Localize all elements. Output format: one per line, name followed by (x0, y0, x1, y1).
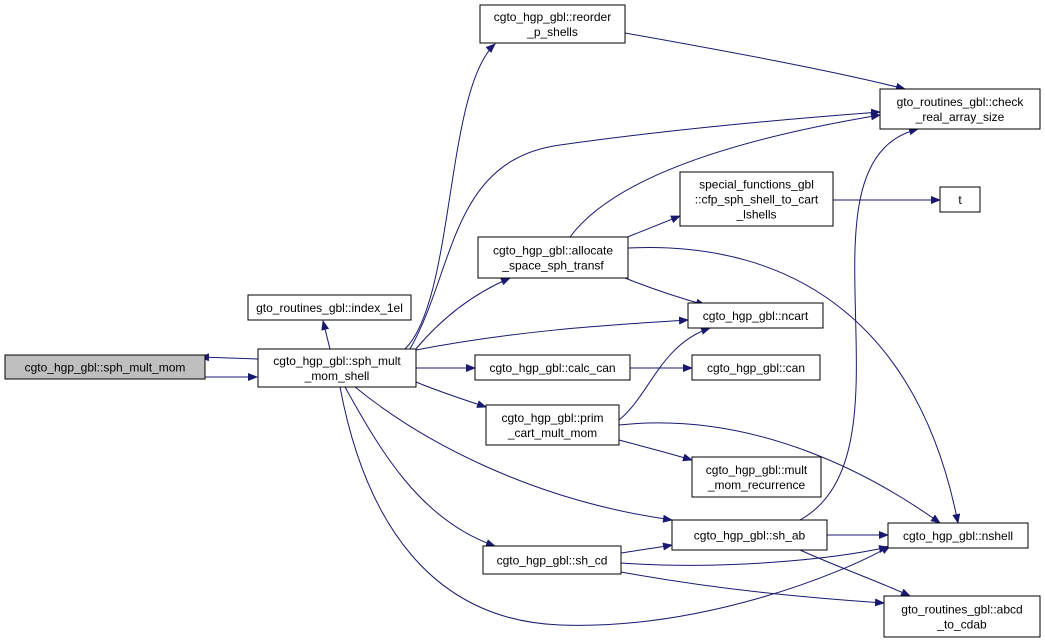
node-label: gto_routines_gbl::abcd (901, 603, 1022, 617)
node-box (887, 522, 1029, 549)
node-label: cgto_hgp_gbl::reorder (494, 10, 611, 24)
edge-sph_mult_mom_shell-to-nshell (339, 386, 891, 626)
node-label: _mom_shell (304, 369, 370, 383)
node-label: _mom_recurrence (707, 478, 806, 492)
node-mult_mom_recurrence[interactable]: cgto_hgp_gbl::mult_mom_recurrence (691, 456, 822, 498)
edge-allocate_space_sph_transf-to-nshell (627, 247, 961, 524)
node-allocate_space_sph_transf[interactable]: cgto_hgp_gbl::allocate_space_sph_transf (477, 236, 629, 279)
node-label: _to_cdab (936, 618, 987, 632)
node-label: cgto_hgp_gbl::sph_mult_mom (25, 361, 186, 375)
node-label: cgto_hgp_gbl::sh_cd (497, 554, 608, 568)
edge-sh_cd-to-nshell (620, 545, 889, 566)
node-label: cgto_hgp_gbl::prim (501, 411, 603, 425)
node-sph_mult_mom_shell[interactable]: cgto_hgp_gbl::sph_mult_mom_shell (257, 348, 417, 388)
node-cfp_sph_shell_to_cart_lshells[interactable]: special_functions_gbl::cfp_sph_shell_to_… (679, 171, 834, 227)
edge-sph_mult_mom_shell-to-prim_cart_mult_mom (415, 381, 487, 408)
edge-prim_cart_mult_mom-to-ncart (618, 327, 711, 421)
node-label: gto_routines_gbl::check (897, 95, 1025, 109)
node-label: cgto_hgp_gbl::sh_ab (694, 529, 806, 543)
edge-sh_cd-to-abcd_to_cdab (620, 571, 885, 607)
node-label: cgto_hgp_gbl::mult (706, 463, 808, 477)
node-check_real_array_size[interactable]: gto_routines_gbl::check_real_array_size (879, 88, 1041, 130)
node-box (879, 88, 1041, 130)
node-label: gto_routines_gbl::index_1el (256, 301, 403, 315)
node-label: _cart_mult_mom (507, 426, 597, 440)
node-label: t (958, 193, 962, 207)
node-can[interactable]: cgto_hgp_gbl::can (691, 354, 821, 381)
node-label: cgto_hgp_gbl::can (707, 361, 805, 375)
edge-allocate_space_sph_transf-to-ncart (624, 277, 706, 307)
node-ncart[interactable]: cgto_hgp_gbl::ncart (687, 302, 824, 329)
edge-reorder_p_shells-to-check_real_array_size (624, 32, 906, 91)
node-t[interactable]: t (939, 186, 981, 213)
node-calc_can[interactable]: cgto_hgp_gbl::calc_can (474, 354, 631, 381)
node-box (691, 354, 821, 381)
edges-layer (199, 32, 961, 626)
node-sh_cd[interactable]: cgto_hgp_gbl::sh_cd (482, 545, 622, 575)
node-label: cgto_hgp_gbl::sph_mult (273, 354, 401, 368)
node-label: cgto_hgp_gbl::calc_can (489, 361, 615, 375)
node-box (257, 348, 417, 388)
node-box (247, 294, 412, 321)
edge-sph_mult_mom_shell-to-index_1el (321, 320, 331, 350)
node-abcd_to_cdab[interactable]: gto_routines_gbl::abcd_to_cdab (883, 595, 1041, 638)
node-label: _space_sph_transf (501, 259, 604, 273)
node-label: cgto_hgp_gbl::allocate (493, 244, 613, 258)
node-reorder_p_shells[interactable]: cgto_hgp_gbl::reorder_p_shells (479, 4, 626, 44)
node-box (482, 545, 622, 575)
node-label: cgto_hgp_gbl::nshell (903, 529, 1013, 543)
edge-sph_mult_mom_shell-to-allocate_space_sph_transf (414, 277, 511, 351)
node-label: _p_shells (526, 25, 578, 39)
edge-sh_ab-to-abcd_to_cdab (799, 549, 911, 597)
node-box (687, 302, 824, 329)
node-box (4, 354, 206, 380)
node-label: special_functions_gbl (699, 178, 814, 192)
node-label: ::cfp_sph_shell_to_cart (695, 193, 819, 207)
node-box (485, 404, 620, 446)
edge-allocate_space_sph_transf-to-check_real_array_size (569, 112, 881, 238)
edge-sph_mult_mom_shell-to-ncart (415, 316, 689, 351)
edge-sph_mult_mom_shell-to-sph_mult_mom (199, 353, 259, 362)
edge-allocate_space_sph_transf-to-cfp_sph_shell_to_cart_lshells (619, 215, 681, 241)
nodes-layer: cgto_hgp_gbl::sph_mult_momgto_routines_g… (4, 4, 1041, 638)
node-label: cgto_hgp_gbl::ncart (703, 309, 809, 323)
node-box (671, 519, 828, 551)
node-prim_cart_mult_mom[interactable]: cgto_hgp_gbl::prim_cart_mult_mom (485, 404, 620, 446)
edge-sph_mult_mom_shell-to-check_real_array_size (409, 108, 881, 350)
node-box (477, 236, 629, 279)
node-sh_ab[interactable]: cgto_hgp_gbl::sh_ab (671, 519, 828, 551)
node-label: _lshells (735, 208, 776, 222)
edge-sh_cd-to-sh_ab (620, 542, 673, 554)
edge-sh_ab-to-check_real_array_size (799, 127, 919, 521)
node-box (679, 171, 834, 227)
node-box (939, 186, 981, 213)
node-label: _real_array_size (915, 110, 1005, 124)
node-index_1el[interactable]: gto_routines_gbl::index_1el (247, 294, 412, 321)
node-nshell[interactable]: cgto_hgp_gbl::nshell (887, 522, 1029, 549)
node-box (883, 595, 1041, 638)
node-sph_mult_mom[interactable]: cgto_hgp_gbl::sph_mult_mom (4, 354, 206, 380)
node-box (479, 4, 626, 44)
node-box (691, 456, 822, 498)
edge-sph_mult_mom_shell-to-sh_cd (344, 386, 496, 547)
edge-prim_cart_mult_mom-to-mult_mom_recurrence (618, 439, 693, 462)
node-box (474, 354, 631, 381)
edge-sph_mult_mom_shell-to-reorder_p_shells (404, 43, 496, 350)
edge-sph_mult_mom_shell-to-sh_ab (354, 386, 673, 523)
edge-prim_cart_mult_mom-to-nshell (618, 422, 941, 524)
